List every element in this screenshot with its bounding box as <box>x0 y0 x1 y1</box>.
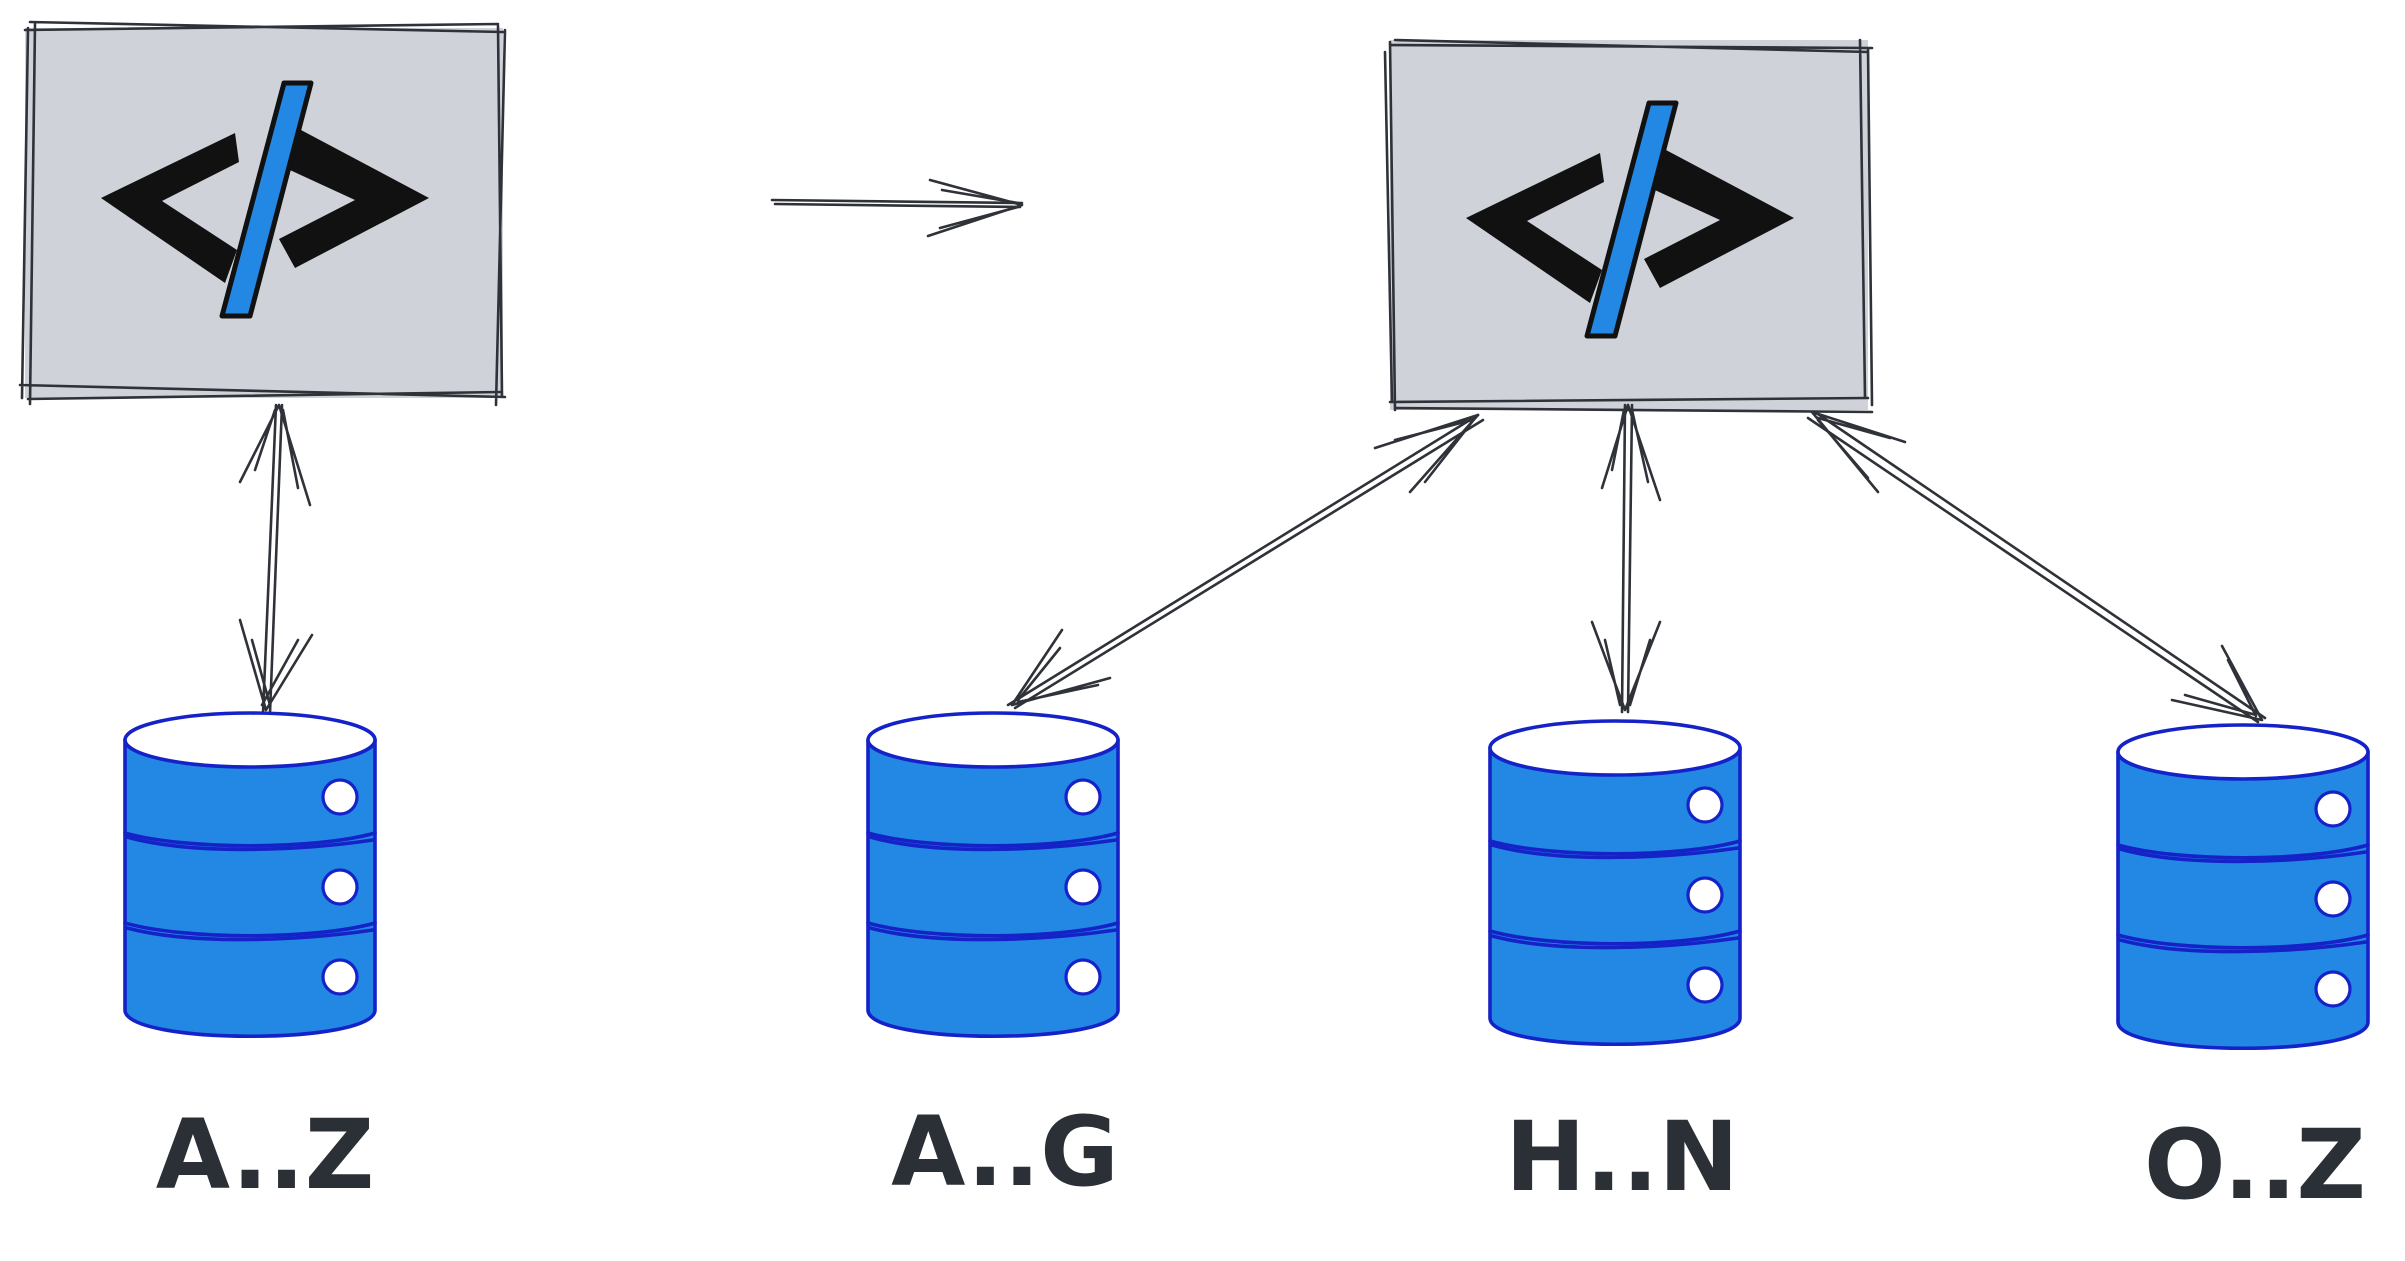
database-icon <box>2116 723 2370 1051</box>
bidirectional-arrow <box>1806 410 2267 724</box>
bidirectional-arrow <box>238 403 314 715</box>
bidirectional-arrow <box>1006 413 1485 710</box>
bidirectional-arrow <box>1590 403 1662 714</box>
database-icon <box>123 711 377 1039</box>
database-icon <box>1488 719 1742 1047</box>
sharded-server <box>1383 38 1874 414</box>
arrow-right-icon <box>770 178 1024 238</box>
single-server <box>18 20 507 407</box>
database-label: H..N <box>1505 1101 1739 1213</box>
database-label: O..Z <box>2144 1109 2366 1221</box>
database-label: A..G <box>891 1096 1119 1208</box>
database-label: A..Z <box>156 1099 375 1211</box>
database-icon <box>866 711 1120 1039</box>
